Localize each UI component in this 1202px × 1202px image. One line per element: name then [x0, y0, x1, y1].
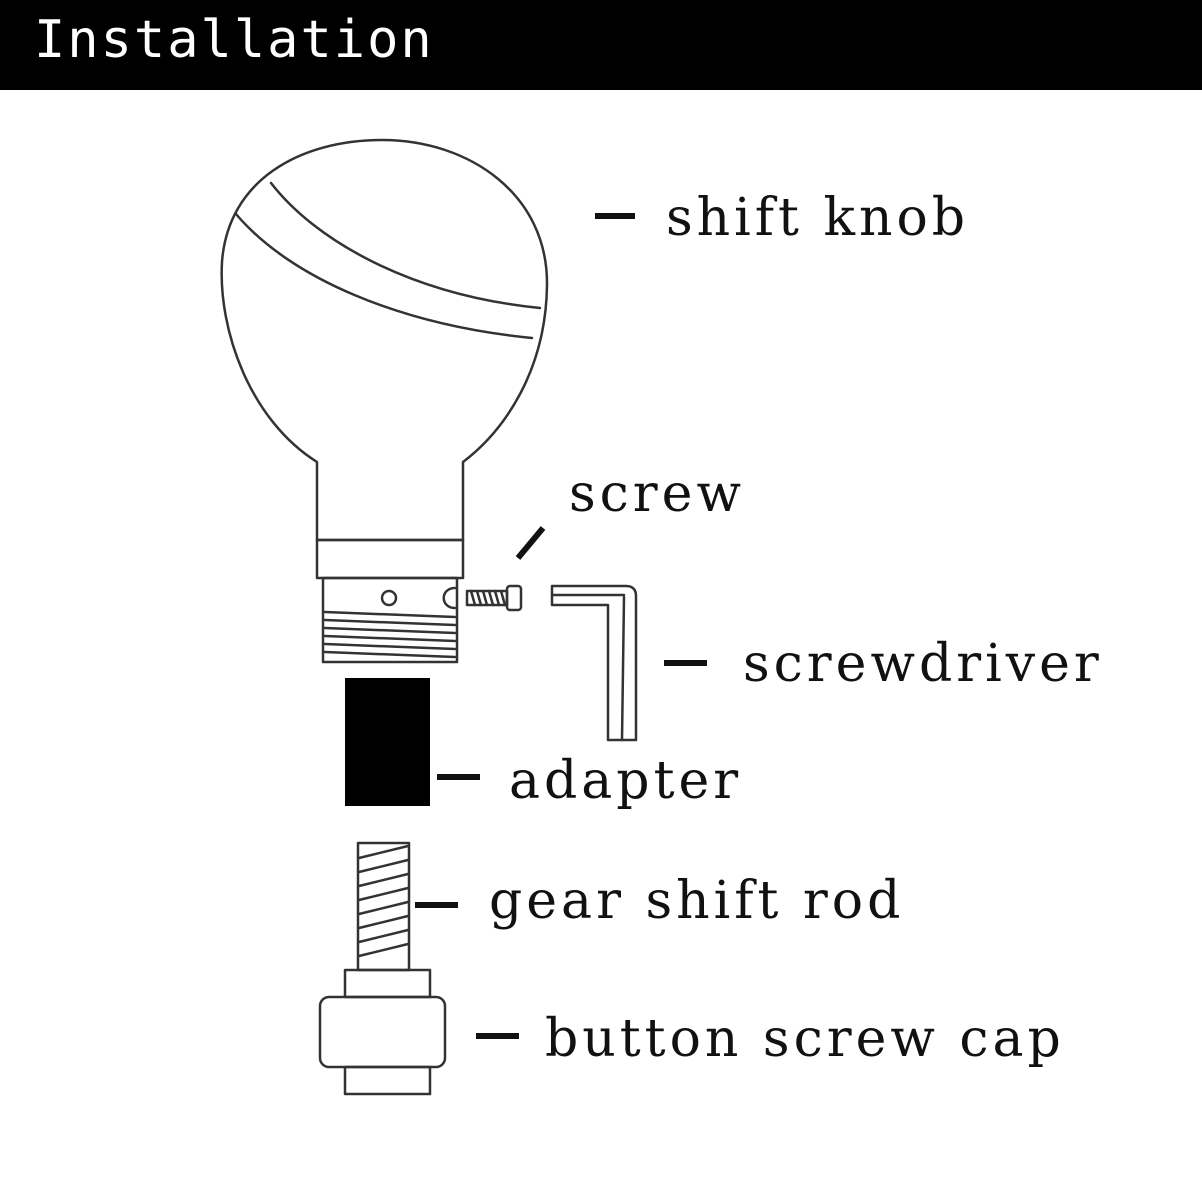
cap-top — [343, 968, 432, 999]
screwdriver-part — [550, 584, 638, 742]
screw-leader — [515, 526, 546, 560]
gear-shift-rod-label: gear shift rod — [489, 871, 905, 931]
rod-threads — [357, 844, 410, 958]
knob-collar — [315, 538, 465, 580]
knob-band-upper — [269, 181, 542, 310]
screw-part — [465, 584, 523, 612]
shift-knob-label: shift knob — [666, 188, 970, 248]
knob-screw-hole-left — [380, 589, 398, 607]
cap-bottom — [343, 1065, 432, 1096]
header-bar: Installation — [0, 0, 1202, 90]
knob-screw-hole-right — [442, 586, 457, 610]
screwdriver-edge-vertical — [620, 595, 626, 742]
page-title: Installation — [34, 10, 434, 70]
adapter-label: adapter — [509, 751, 743, 811]
knob-threaded-base — [321, 576, 459, 664]
knob-band-lower — [234, 212, 534, 340]
cap-body — [318, 995, 447, 1069]
knob-threads — [323, 610, 457, 659]
screw-label: screw — [569, 464, 745, 524]
shift-knob-body — [220, 138, 549, 542]
button-screw-cap-label: button screw cap — [545, 1009, 1065, 1069]
adapter-part — [345, 678, 430, 806]
screwdriver-label: screwdriver — [743, 634, 1103, 694]
